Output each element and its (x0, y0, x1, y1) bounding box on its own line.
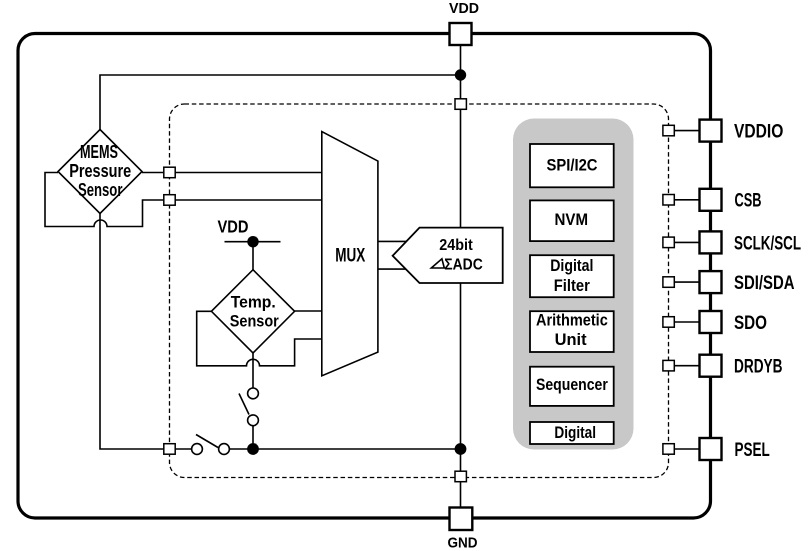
svg-text:SDO: SDO (734, 312, 767, 334)
svg-text:Unit: Unit (555, 330, 587, 349)
svg-text:Sensor: Sensor (78, 180, 123, 200)
svg-text:24bit: 24bit (439, 237, 473, 254)
svg-text:VDD: VDD (218, 217, 249, 237)
svg-text:Digital: Digital (554, 423, 596, 442)
svg-text:GND: GND (448, 534, 478, 551)
svg-text:VDDIO: VDDIO (734, 121, 783, 143)
svg-text:Temp.: Temp. (231, 292, 276, 311)
svg-text:MUX: MUX (335, 246, 365, 267)
svg-text:Digital: Digital (550, 256, 593, 275)
svg-text:SPI/I2C: SPI/I2C (547, 155, 598, 174)
svg-text:Arithmetic: Arithmetic (536, 310, 608, 329)
svg-text:CSB: CSB (735, 190, 762, 212)
svg-text:DRDYB: DRDYB (734, 356, 783, 378)
svg-text:ΣADC: ΣADC (444, 256, 483, 273)
svg-text:MEMS: MEMS (80, 142, 118, 162)
svg-text:PSEL: PSEL (735, 439, 770, 461)
svg-text:Sequencer: Sequencer (536, 375, 608, 394)
svg-text:Pressure: Pressure (69, 161, 131, 181)
svg-text:NVM: NVM (555, 210, 589, 229)
svg-text:Filter: Filter (554, 276, 590, 295)
svg-text:SDI/SDA: SDI/SDA (734, 272, 795, 294)
svg-text:VDD: VDD (449, 0, 479, 17)
svg-text:SCLK/SCL: SCLK/SCL (734, 232, 801, 254)
svg-text:Sensor: Sensor (230, 311, 279, 330)
